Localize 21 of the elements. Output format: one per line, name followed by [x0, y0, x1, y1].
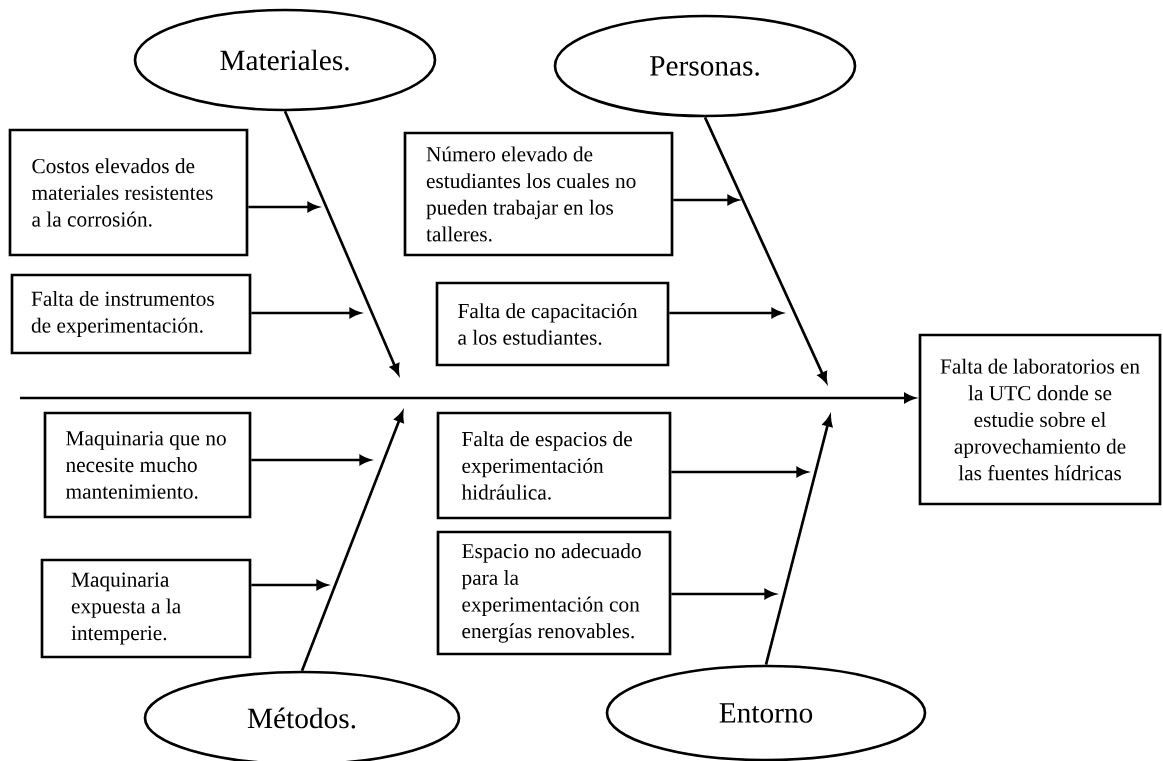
arrow — [673, 195, 739, 205]
arrow — [703, 116, 828, 383]
arrow — [671, 589, 776, 599]
cause-box: Maquinaria que no necesite mucho mantenimiento. — [43, 411, 252, 519]
cause-box: Falta de espacios de experimentación hidráulica. — [436, 411, 672, 520]
arrow — [300, 411, 404, 672]
cause-box: Número elevado de estudiantes los cuales no pueden trabajar en los talleres. — [403, 131, 674, 257]
cause-box: Maquinaria expuesta a la intemperie. — [40, 558, 252, 659]
cause-box: Falta de instrumentos de experimentación. — [10, 273, 252, 355]
cause-box: Costos elevados de materiales resistentes a la corrosión. — [8, 128, 249, 257]
arrow — [283, 110, 400, 375]
effect-box: Falta de laboratorios en la UTC donde se estudie sobre el aprovechamiento de las fuentes hídricas — [918, 333, 1162, 506]
arrow — [669, 308, 783, 318]
arrow — [251, 308, 361, 318]
cause-box: Espacio no adecuado para la experimentación con energías renovables. — [436, 530, 672, 656]
arrow — [248, 202, 319, 212]
arrow — [251, 455, 371, 465]
arrow — [671, 467, 808, 477]
cause-box: Falta de capacitación a los estudiantes. — [435, 281, 670, 367]
arrow — [251, 580, 328, 590]
arrow — [764, 415, 833, 665]
